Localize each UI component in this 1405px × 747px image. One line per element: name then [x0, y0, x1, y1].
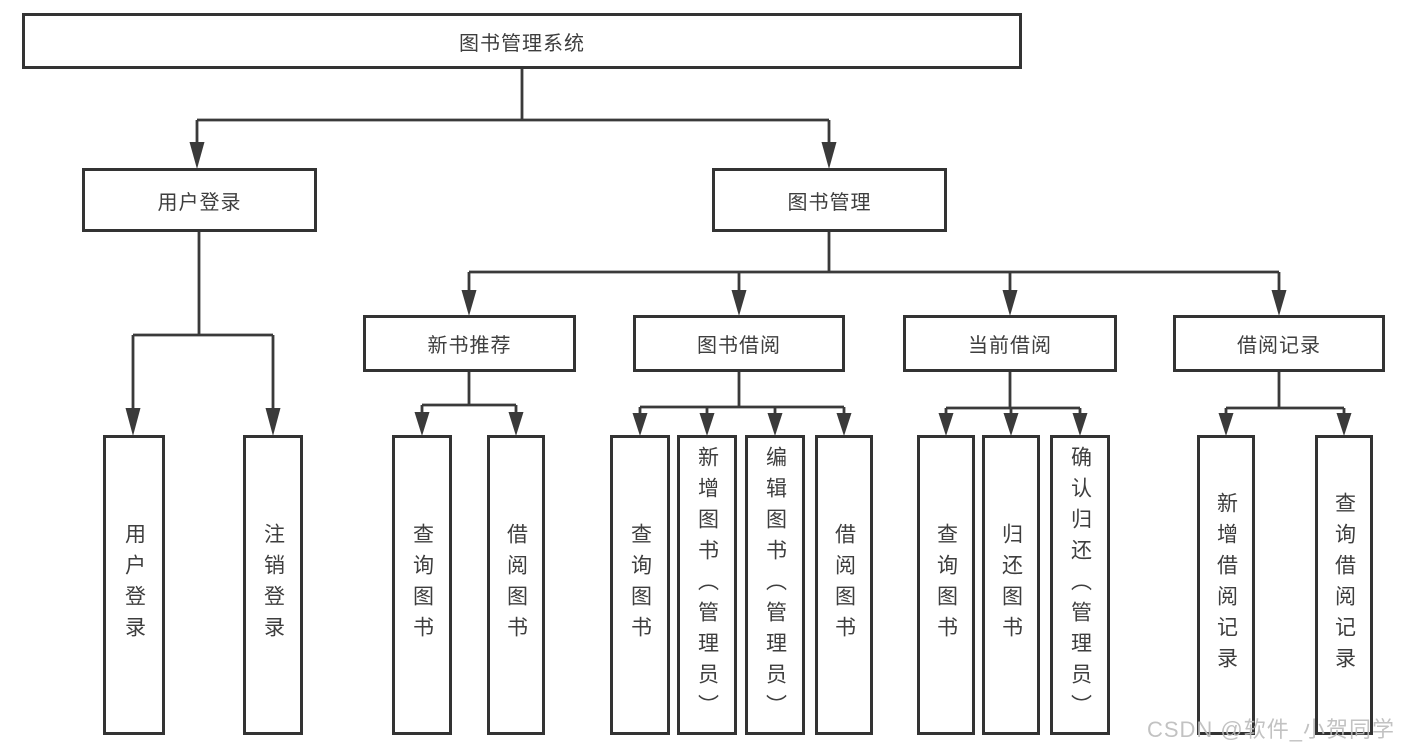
node-borrow-records: 借阅记录 [1173, 315, 1385, 372]
leaf-current-query-label: 查询图书 [934, 523, 958, 647]
node-user-login: 用户登录 [82, 168, 317, 232]
leaf-borrow-edit-admin: 编辑图书（管理员） [745, 435, 805, 735]
leaf-records-add: 新增借阅记录 [1197, 435, 1255, 735]
node-new-book-recommend: 新书推荐 [363, 315, 576, 372]
leaf-records-query: 查询借阅记录 [1315, 435, 1373, 735]
node-current-borrow-label: 当前借阅 [968, 335, 1052, 357]
node-book-borrow: 图书借阅 [633, 315, 845, 372]
leaf-borrow-edit-admin-label: 编辑图书（管理员） [763, 445, 787, 725]
node-current-borrow: 当前借阅 [903, 315, 1117, 372]
node-new-book-recommend-label: 新书推荐 [427, 335, 512, 357]
leaf-newbooks-query-label: 查询图书 [410, 523, 434, 647]
leaf-user-login: 用户登录 [103, 435, 165, 735]
leaf-records-add-label: 新增借阅记录 [1214, 492, 1238, 678]
leaf-user-login-label: 用户登录 [122, 523, 146, 647]
leaf-records-query-label: 查询借阅记录 [1332, 492, 1356, 678]
leaf-borrow-borrow: 借阅图书 [815, 435, 873, 735]
leaf-current-confirm-admin: 确认归还（管理员） [1050, 435, 1110, 735]
leaf-logout: 注销登录 [243, 435, 303, 735]
node-book-management: 图书管理 [712, 168, 947, 232]
leaf-newbooks-borrow: 借阅图书 [487, 435, 545, 735]
node-book-management-label: 图书管理 [787, 191, 872, 214]
leaf-current-confirm-admin-label: 确认归还（管理员） [1068, 445, 1092, 725]
leaf-borrow-borrow-label: 借阅图书 [832, 523, 856, 647]
leaf-newbooks-query: 查询图书 [392, 435, 452, 735]
watermark: CSDN @软件_小贺同学 [1146, 717, 1395, 742]
node-root: 图书管理系统 [22, 13, 1022, 69]
node-root-label: 图书管理系统 [459, 32, 585, 55]
leaf-borrow-add-admin-label: 新增图书（管理员） [695, 445, 719, 725]
leaf-current-return-label: 归还图书 [999, 523, 1023, 647]
node-book-borrow-label: 图书借阅 [697, 335, 781, 357]
leaf-logout-label: 注销登录 [261, 523, 285, 647]
leaf-current-query: 查询图书 [917, 435, 975, 735]
leaf-borrow-query: 查询图书 [610, 435, 670, 735]
leaf-current-return: 归还图书 [982, 435, 1040, 735]
leaf-newbooks-borrow-label: 借阅图书 [504, 523, 528, 647]
leaf-borrow-add-admin: 新增图书（管理员） [677, 435, 737, 735]
node-borrow-records-label: 借阅记录 [1237, 335, 1321, 357]
node-user-login-label: 用户登录 [157, 191, 242, 214]
leaf-borrow-query-label: 查询图书 [628, 523, 652, 647]
